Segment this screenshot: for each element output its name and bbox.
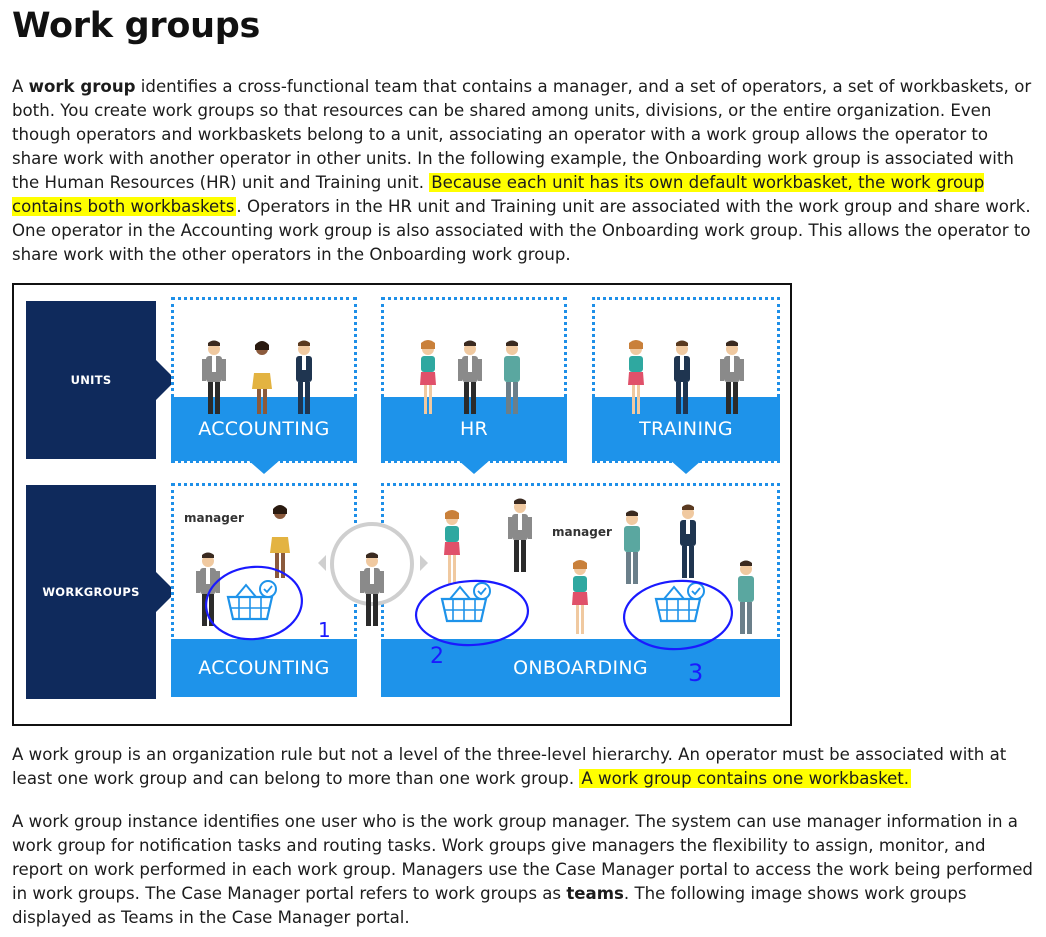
people-illustrations: 1 2 3	[196, 340, 754, 687]
annotation-3: 3	[688, 659, 703, 687]
workgroups-label: WORKGROUPS	[26, 485, 176, 699]
intro-paragraph: A work group identifies a cross-function…	[12, 77, 1032, 264]
manager-label-accounting: manager	[184, 511, 244, 525]
annotation-2: 2	[430, 644, 444, 669]
unit-band-training: TRAINING	[592, 397, 780, 461]
workgroup-band-accounting: ACCOUNTING	[171, 639, 357, 697]
work-groups-diagram: UNITS WORKGROUPS ACCOUNTING HR TRAINING …	[12, 283, 792, 726]
term-teams: teams	[566, 884, 624, 903]
term-work-group: work group	[28, 77, 136, 96]
annotation-1: 1	[318, 618, 331, 642]
manager-paragraph: A work group instance identifies one use…	[12, 812, 1033, 927]
workgroup-band-onboarding: ONBOARDING	[381, 639, 780, 697]
highlight-one-workbasket: A work group contains one workbasket.	[579, 769, 912, 788]
hierarchy-paragraph: A work group is an organization rule but…	[12, 745, 1007, 788]
manager-label-onboarding: manager	[552, 525, 612, 539]
page-title: Work groups	[12, 6, 260, 46]
